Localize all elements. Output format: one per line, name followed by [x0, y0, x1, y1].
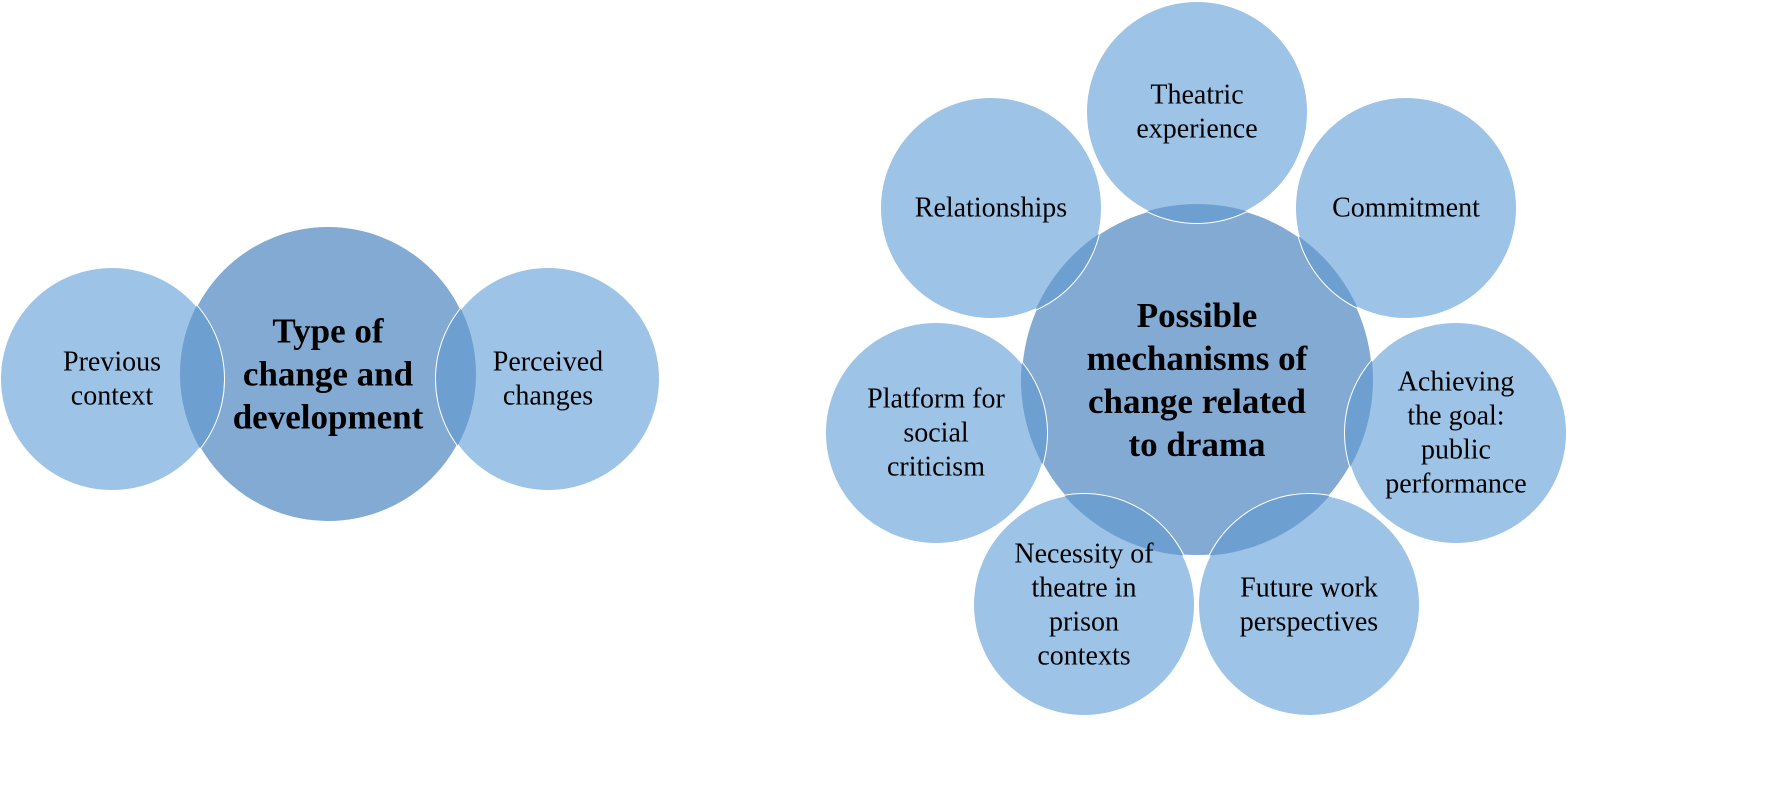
- type-of-change-label-line-3: development: [233, 398, 424, 437]
- type-of-change-label: Type of change and development: [233, 312, 424, 437]
- mechanisms-center-label-line-1: Possible: [1137, 296, 1258, 335]
- commitment-label: Commitment: [1332, 193, 1480, 224]
- platform-criticism-label-line-1: Platform for: [867, 384, 1005, 415]
- future-work-label-line-1: Future work: [1240, 573, 1378, 604]
- achieving-goal-label-line-1: Achieving: [1398, 367, 1515, 398]
- previous-context-label-line-2: context: [71, 381, 154, 412]
- type-of-change-label-line-1: Type of: [272, 312, 383, 351]
- platform-criticism-label-line-2: social: [903, 418, 969, 449]
- theatric-experience-label-line-2: experience: [1136, 114, 1257, 145]
- circles-layer: [0, 0, 1568, 717]
- platform-criticism-label-line-3: criticism: [887, 452, 985, 483]
- relationships-label-line-1: Relationships: [915, 193, 1067, 224]
- relationships-circle: [879, 96, 1103, 320]
- perceived-changes-label-line-2: changes: [503, 381, 593, 412]
- future-work-label-line-2: perspectives: [1240, 607, 1378, 638]
- theatric-experience-label-line-1: Theatric: [1150, 80, 1243, 111]
- achieving-goal-label-line-2: the goal:: [1407, 401, 1504, 432]
- achieving-goal-circle: [1344, 321, 1568, 545]
- necessity-theatre-label-line-1: Necessity of: [1014, 539, 1154, 570]
- mechanisms-center-label-line-2: mechanisms of: [1087, 339, 1308, 378]
- necessity-theatre-label-line-2: theatre in: [1032, 573, 1137, 604]
- mechanisms-center-label-line-3: change related: [1088, 382, 1307, 421]
- relationships-label: Relationships: [915, 193, 1067, 224]
- previous-context-label-line-1: Previous: [63, 347, 161, 378]
- commitment-label-line-1: Commitment: [1332, 193, 1480, 224]
- mechanisms-center-label-line-4: to drama: [1128, 425, 1265, 464]
- theatric-experience-circle: [1085, 0, 1309, 224]
- achieving-goal-label-line-3: public: [1421, 435, 1491, 466]
- achieving-goal-label-line-4: performance: [1385, 469, 1526, 500]
- necessity-theatre-label-line-3: prison: [1049, 607, 1119, 638]
- necessity-theatre-label-line-4: contexts: [1037, 641, 1130, 672]
- commitment-circle: [1294, 96, 1518, 320]
- type-of-change-label-line-2: change and: [243, 355, 414, 394]
- perceived-changes-label-line-1: Perceived: [493, 347, 603, 378]
- mechanisms-center-label: Possible mechanisms of change related to dr…: [1087, 296, 1308, 464]
